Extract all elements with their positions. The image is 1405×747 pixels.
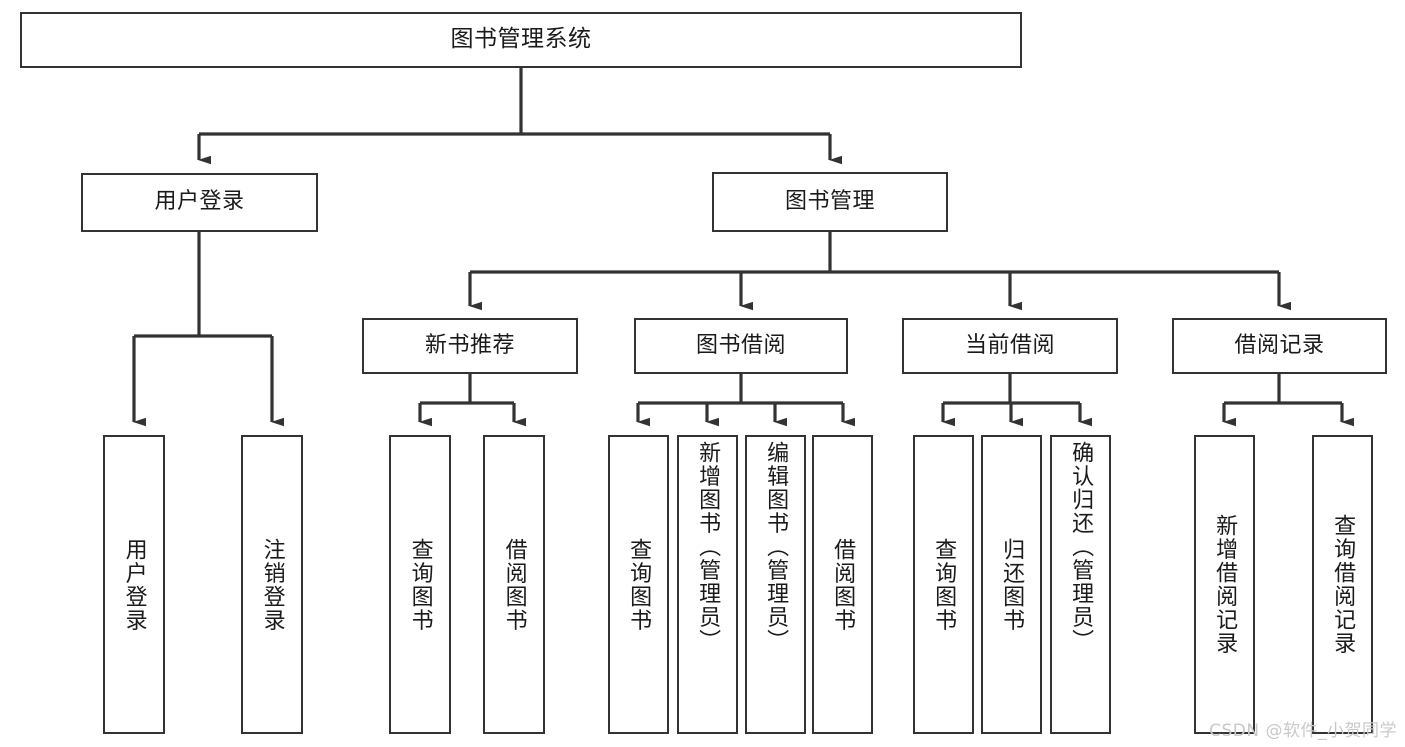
node-label: 借阅记录 [1234, 332, 1325, 358]
node-new-book-recommend[interactable]: 新书推荐 [362, 318, 578, 374]
node-leaf-borrow-book-rec[interactable]: 借阅图书 [483, 435, 545, 734]
node-leaf-edit-book-admin[interactable]: 编辑图书（管理员） [745, 435, 806, 734]
node-label: 用户登录 [154, 189, 245, 215]
node-leaf-add-borrow-record[interactable]: 新增借阅记录 [1194, 435, 1255, 734]
node-label: 借阅图书 [830, 537, 856, 632]
node-label: 新书推荐 [424, 332, 515, 358]
node-leaf-query-book-rec[interactable]: 查询图书 [389, 435, 451, 734]
node-leaf-user-login[interactable]: 用户登录 [103, 435, 165, 734]
node-borrow-record[interactable]: 借阅记录 [1172, 318, 1387, 374]
node-leaf-query-borrow-record[interactable]: 查询借阅记录 [1312, 435, 1373, 734]
node-label: 查询借阅记录 [1330, 514, 1356, 655]
node-label: 当前借阅 [964, 332, 1055, 358]
node-leaf-confirm-return-admin[interactable]: 确认归还（管理员） [1050, 435, 1111, 734]
node-label: 查询图书 [407, 537, 433, 632]
node-book-borrow[interactable]: 图书借阅 [634, 318, 848, 374]
node-leaf-logout[interactable]: 注销登录 [241, 435, 303, 734]
node-label: 借阅图书 [501, 537, 527, 632]
node-leaf-borrow-book[interactable]: 借阅图书 [812, 435, 873, 734]
node-leaf-add-book-admin[interactable]: 新增图书（管理员） [677, 435, 738, 734]
node-label: 新增借阅记录 [1212, 514, 1238, 655]
node-leaf-query-book-current[interactable]: 查询图书 [913, 435, 974, 734]
node-label: 归还图书 [999, 537, 1025, 632]
node-user-login[interactable]: 用户登录 [81, 173, 318, 232]
node-label: 查询图书 [931, 537, 957, 632]
node-label: 编辑图书（管理员） [763, 441, 789, 653]
node-root-system[interactable]: 图书管理系统 [20, 12, 1022, 68]
node-label: 图书管理系统 [450, 26, 592, 53]
node-book-management[interactable]: 图书管理 [712, 172, 948, 232]
node-label: 用户登录 [121, 537, 147, 632]
node-label: 图书借阅 [695, 332, 786, 358]
node-label: 查询图书 [626, 537, 652, 632]
node-label: 新增图书（管理员） [695, 441, 721, 653]
node-leaf-return-book[interactable]: 归还图书 [981, 435, 1042, 734]
node-label: 注销登录 [259, 537, 285, 632]
node-label: 确认归还（管理员） [1068, 441, 1094, 653]
node-current-borrow[interactable]: 当前借阅 [902, 318, 1118, 374]
csdn-watermark: CSDN @软件_小贺同学 [1209, 721, 1397, 741]
node-label: 图书管理 [784, 188, 875, 214]
node-leaf-query-book-borrow[interactable]: 查询图书 [608, 435, 669, 734]
